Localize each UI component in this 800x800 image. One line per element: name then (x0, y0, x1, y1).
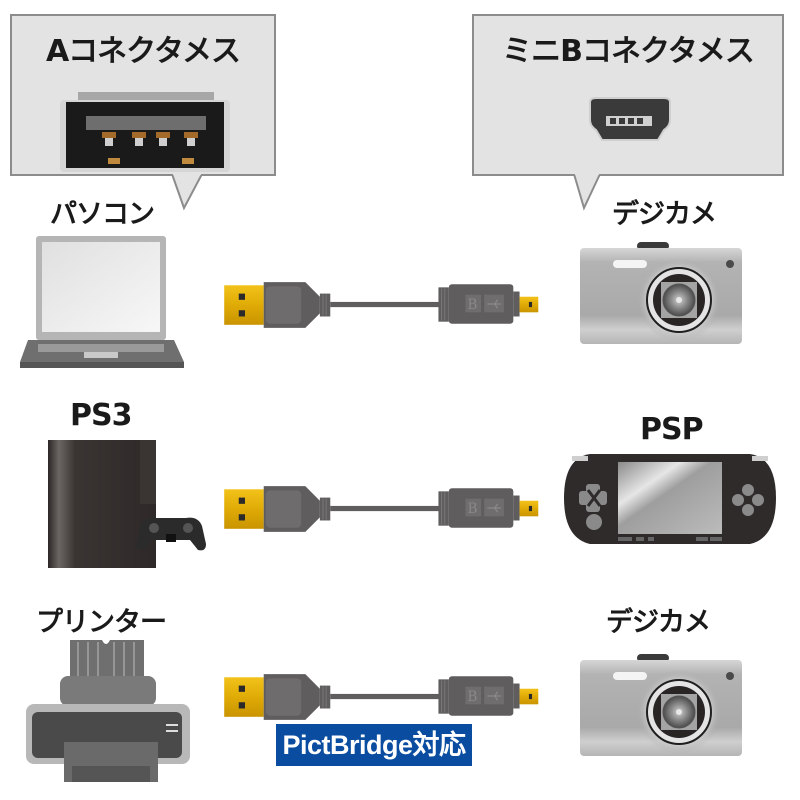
usb-a-to-mini-b-cable-icon (200, 278, 550, 330)
pictbridge-badge: PictBridge対応 (276, 724, 472, 766)
laptop-icon (20, 236, 184, 368)
a-connector-title: Aコネクタメス (45, 34, 241, 69)
digital-camera-icon (577, 652, 747, 762)
row1-right-label: デジカメ (612, 199, 717, 230)
callout-pointer (572, 174, 602, 211)
usb-a-to-mini-b-cable-icon (200, 482, 550, 534)
digital-camera-icon (577, 240, 747, 350)
mini-b-connector-callout: ミニBコネクタメス (472, 14, 784, 176)
row3-left-label: プリンター (36, 607, 167, 638)
row1-left-label: パソコン (50, 199, 155, 230)
callout-pointer (170, 174, 204, 211)
ps3-console-icon (48, 440, 206, 568)
mini-b-connector-title: ミニBコネクタメス (502, 34, 755, 69)
usb-a-female-port-icon (60, 92, 230, 172)
psp-handheld-icon (564, 454, 776, 544)
usb-a-to-mini-b-cable-icon (200, 670, 550, 722)
usb-mini-b-female-port-icon (589, 97, 671, 141)
row2-right-label: PSP (640, 412, 704, 447)
row3-right-label: デジカメ (606, 607, 711, 638)
printer-icon (26, 640, 190, 782)
a-connector-callout: Aコネクタメス (10, 14, 276, 176)
row2-left-label: PS3 (70, 398, 132, 433)
